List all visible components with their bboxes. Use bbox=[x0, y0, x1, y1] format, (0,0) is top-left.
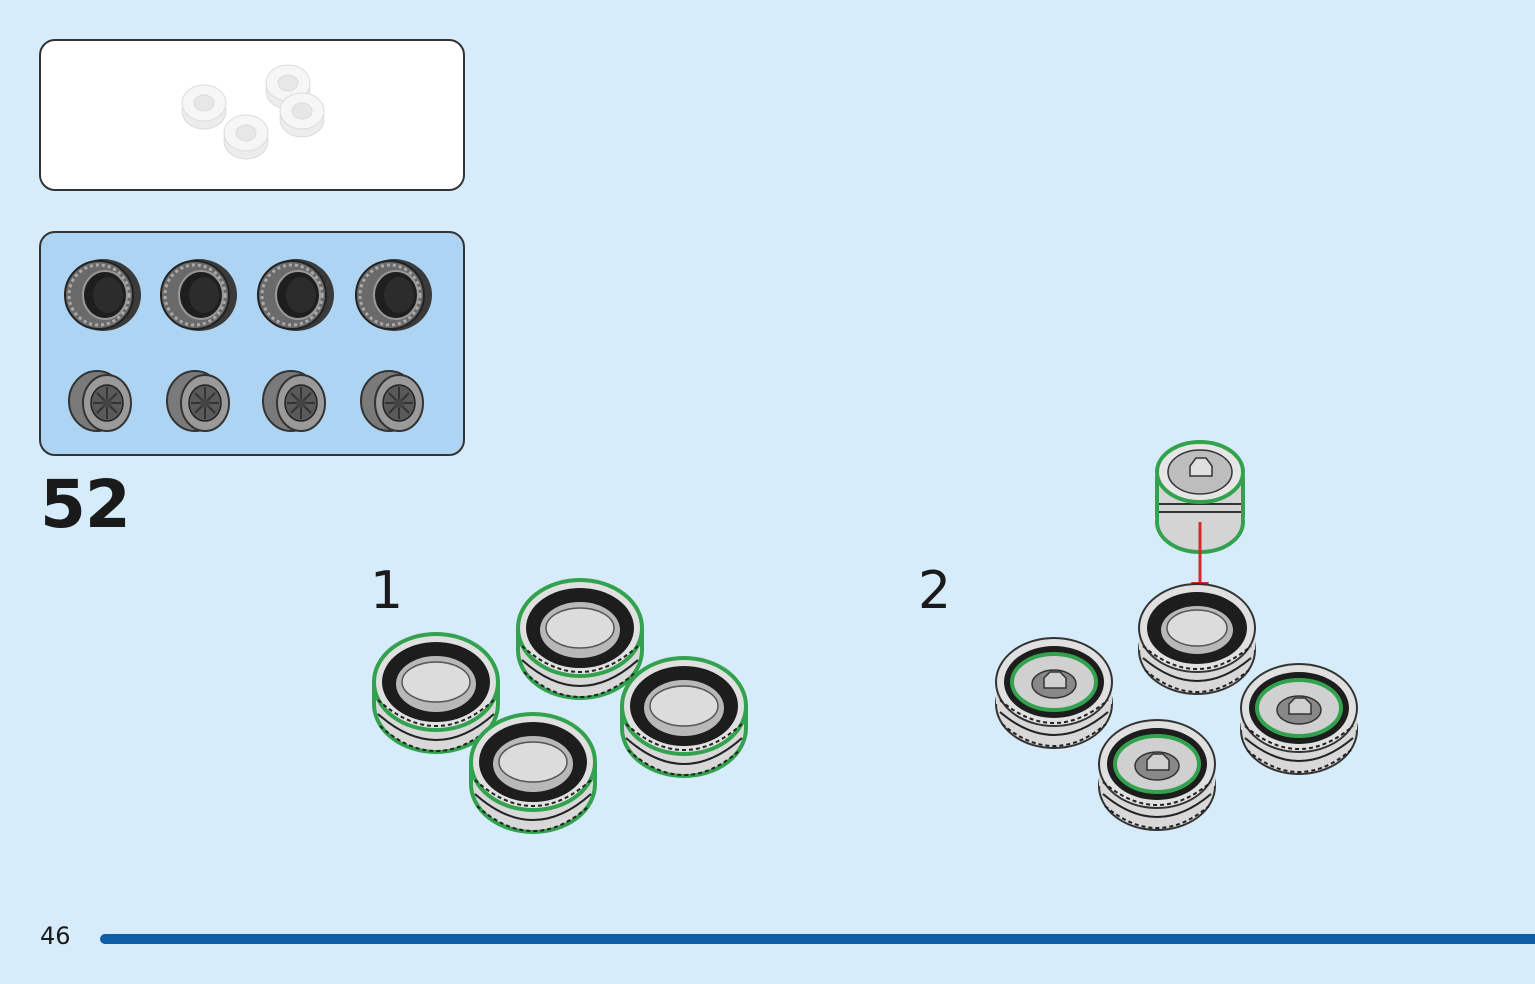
wheel-assembly-icon bbox=[181, 64, 325, 160]
submodel-preview-panel bbox=[39, 39, 465, 191]
sub-step-1-label: 1 bbox=[370, 561, 404, 621]
tire-icon bbox=[63, 257, 434, 333]
page-number: 46 bbox=[40, 922, 71, 950]
parts-list-graphic bbox=[63, 257, 434, 432]
wheel-rim-icon bbox=[68, 370, 424, 432]
page-footer-bar bbox=[100, 934, 1535, 944]
sub-step-2-illustration bbox=[994, 440, 1359, 832]
parts-list-panel bbox=[39, 231, 465, 456]
sub-step-2-label: 2 bbox=[918, 561, 952, 621]
sub-step-1-illustration bbox=[372, 578, 748, 834]
step-number: 52 bbox=[40, 466, 131, 543]
